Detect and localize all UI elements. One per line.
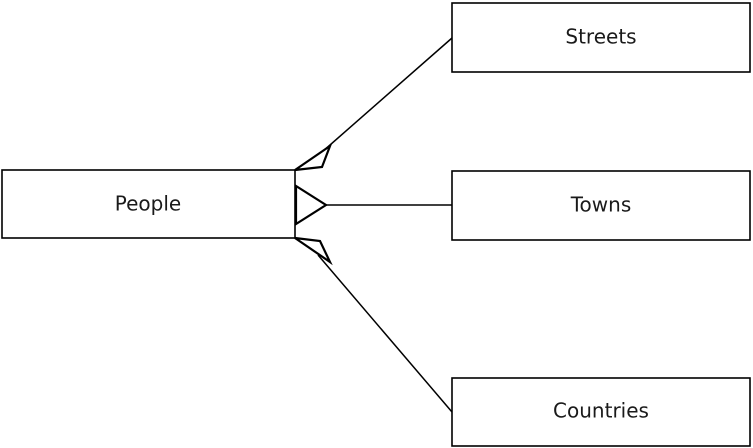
arrowhead-towns-icon: [294, 184, 329, 226]
connector-people-countries-line[interactable]: [317, 254, 453, 413]
arrowhead-streets-icon: [294, 143, 333, 172]
connector-group: [317, 37, 453, 413]
people-entity-box[interactable]: [1, 169, 296, 239]
streets-entity-box[interactable]: [451, 2, 751, 73]
towns-entity-box[interactable]: [451, 170, 751, 241]
countries-entity-box[interactable]: [451, 377, 751, 447]
arrowhead-countries-icon: [294, 236, 333, 266]
connector-people-streets-line[interactable]: [321, 37, 453, 153]
arrowhead-group: [294, 143, 333, 266]
